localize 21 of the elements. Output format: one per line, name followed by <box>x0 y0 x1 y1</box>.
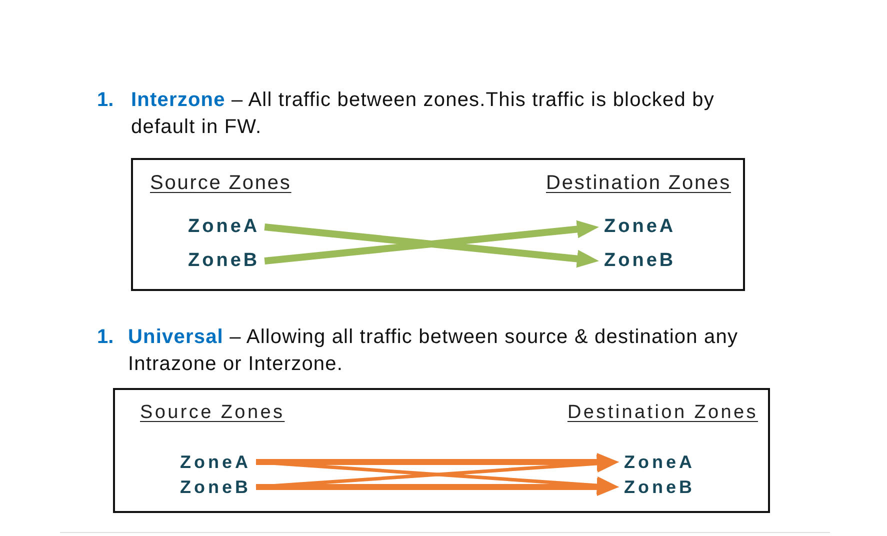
column-heading: Destination Zones <box>546 171 731 195</box>
paragraph: Interzone – All traffic between zones.This traffic is blocked by default in FW. <box>131 88 716 140</box>
zone-label: ZoneB <box>619 475 700 499</box>
list-number: 1. <box>97 88 115 113</box>
zone-label: ZoneA <box>175 450 256 474</box>
column-heading: Destination Zones <box>567 401 758 425</box>
panel-box <box>131 158 745 291</box>
arrow <box>256 460 620 494</box>
zone-label: ZoneA <box>599 215 681 239</box>
list-number: 1. <box>97 325 115 350</box>
zone-label: ZoneB <box>175 475 256 499</box>
panel-box <box>113 388 770 513</box>
arrow <box>256 453 619 471</box>
column-heading: Source Zones <box>140 401 285 425</box>
zone-label: ZoneA <box>183 215 265 239</box>
arrow <box>256 478 619 496</box>
paragraph: Universal – Allowing all traffic between source & destination any Intrazone or Interzone. <box>128 325 740 377</box>
zone-label: ZoneB <box>599 249 681 273</box>
zone-label: ZoneA <box>619 450 700 474</box>
column-heading: Source Zones <box>150 171 292 195</box>
zone-label: ZoneB <box>183 249 265 273</box>
